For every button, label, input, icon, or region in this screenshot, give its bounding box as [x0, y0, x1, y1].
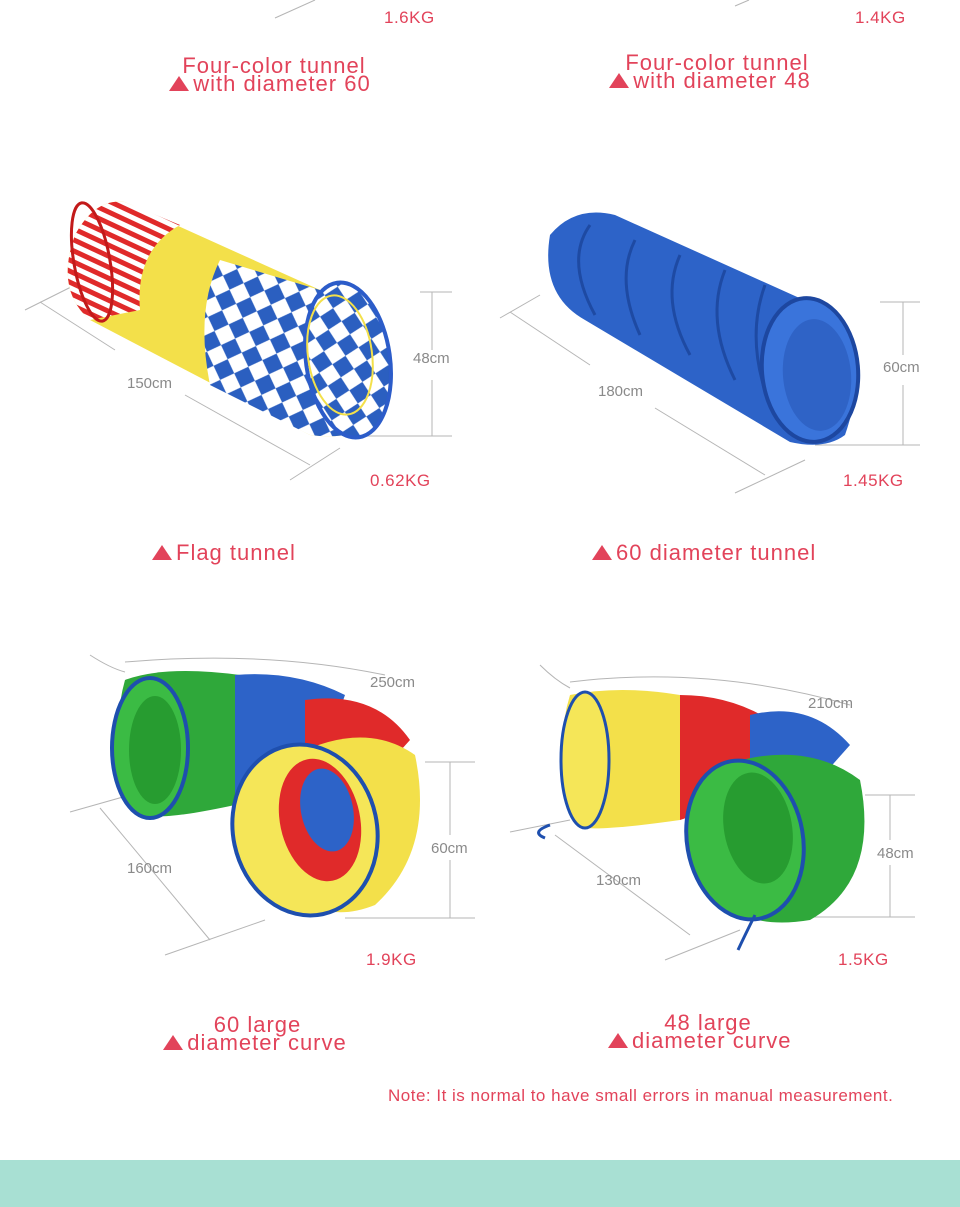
caption-line-2: with diameter 60 [150, 73, 390, 95]
flag-tunnel-diameter: 48cm [413, 350, 450, 367]
blue-tunnel-length: 180cm [598, 383, 644, 400]
caption-line-2: diameter curve [608, 1030, 828, 1052]
caption-four-color-48: Four-color tunnel with diameter 48 [590, 50, 830, 92]
top-left-dimension-line [274, 0, 316, 19]
caption-60-large-curve: 60 large diameter curve [145, 1012, 365, 1054]
caption-line-1: Four-color tunnel [182, 53, 366, 78]
triangle-icon [609, 73, 630, 88]
top-right-dimension-line [734, 0, 750, 7]
measurement-note: Note: It is normal to have small errors … [388, 1086, 894, 1105]
caption-60-diameter-tunnel: 60 diameter tunnel [592, 540, 816, 566]
caption-48-large-curve: 48 large diameter curve [608, 1012, 828, 1052]
curve-60-weight: 1.9KG [366, 950, 417, 969]
blue-tunnel-image [499, 212, 920, 494]
triangle-icon [152, 545, 172, 560]
curve-tunnel-48-image [509, 664, 915, 961]
caption-flag-tunnel: Flag tunnel [152, 540, 296, 566]
caption-four-color-60: Four-color tunnel with diameter 60 [150, 53, 390, 95]
flag-tunnel-weight: 0.62KG [370, 471, 431, 490]
blue-tunnel-diameter: 60cm [883, 359, 920, 376]
curve-48-length: 130cm [596, 872, 642, 889]
curve-60-arc-length: 250cm [370, 674, 416, 691]
footer-band [0, 1160, 960, 1207]
curve-48-weight: 1.5KG [838, 950, 889, 969]
curve-48-arc-length: 210cm [808, 695, 854, 712]
top-right-weight: 1.4KG [855, 8, 906, 27]
caption-line-2: diameter curve [145, 1032, 365, 1054]
caption-line-1: 48 large [664, 1010, 752, 1035]
top-left-weight: 1.6KG [384, 8, 435, 27]
curve-tunnel-60-image [69, 654, 475, 956]
caption-line-1: Four-color tunnel [625, 50, 809, 75]
flag-tunnel-image [24, 201, 452, 481]
caption-line-2: with diameter 48 [590, 70, 830, 92]
curve-60-diameter: 60cm [431, 840, 468, 857]
curve-60-length: 160cm [127, 860, 173, 877]
triangle-icon [169, 76, 190, 91]
triangle-icon [163, 1035, 184, 1050]
flag-tunnel-length: 150cm [127, 375, 173, 392]
triangle-icon [608, 1033, 628, 1048]
blue-tunnel-weight: 1.45KG [843, 471, 904, 490]
triangle-icon [592, 545, 612, 560]
caption-line-1: 60 large [213, 1012, 302, 1037]
curve-48-diameter: 48cm [877, 845, 914, 862]
